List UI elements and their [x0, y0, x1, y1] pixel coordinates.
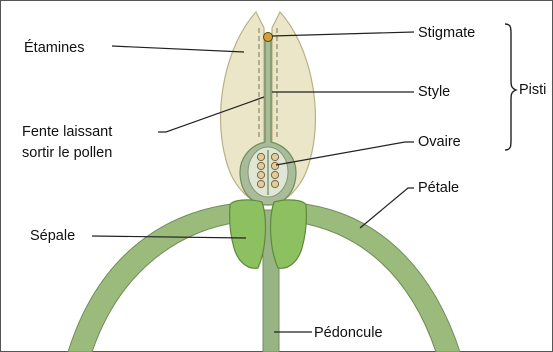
sepal-left [230, 200, 266, 268]
sepal-right [271, 200, 307, 268]
ovule [257, 153, 264, 160]
ovule [271, 171, 278, 178]
label-style: Style [418, 84, 450, 100]
label-pistil: Pisti [519, 82, 546, 98]
label-stigmate: Stigmate [418, 25, 475, 41]
label-sepale: Sépale [30, 228, 75, 244]
leader-etamines [112, 46, 244, 52]
label-ovaire: Ovaire [418, 134, 461, 150]
ovule [257, 162, 264, 169]
ovule [257, 180, 264, 187]
stigma [264, 33, 273, 42]
ovule [271, 162, 278, 169]
label-petale: Pétale [418, 180, 459, 196]
ovule [271, 180, 278, 187]
label-fente-line2: sortir le pollen [22, 145, 112, 161]
ovule [257, 171, 264, 178]
leader-petale [360, 188, 414, 228]
label-fente-line1: Fente laissant [22, 124, 112, 140]
label-etamines: Étamines [24, 39, 84, 56]
ovule [271, 153, 278, 160]
pistil-brace [505, 24, 516, 150]
label-pedoncule: Pédoncule [314, 325, 383, 341]
petal-left [68, 203, 240, 352]
